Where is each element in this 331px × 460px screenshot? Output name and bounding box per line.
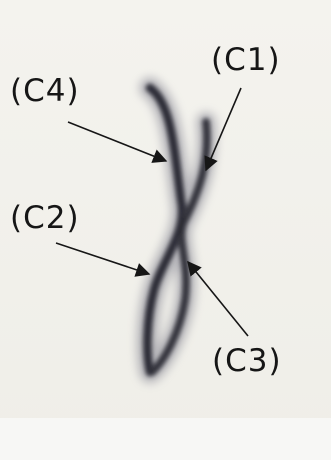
- label-c4: (C4): [10, 76, 80, 107]
- label-c3: (C3): [212, 346, 282, 377]
- label-c2: (C2): [10, 203, 80, 234]
- label-c1: (C1): [211, 45, 281, 76]
- bottom-margin: [0, 418, 331, 460]
